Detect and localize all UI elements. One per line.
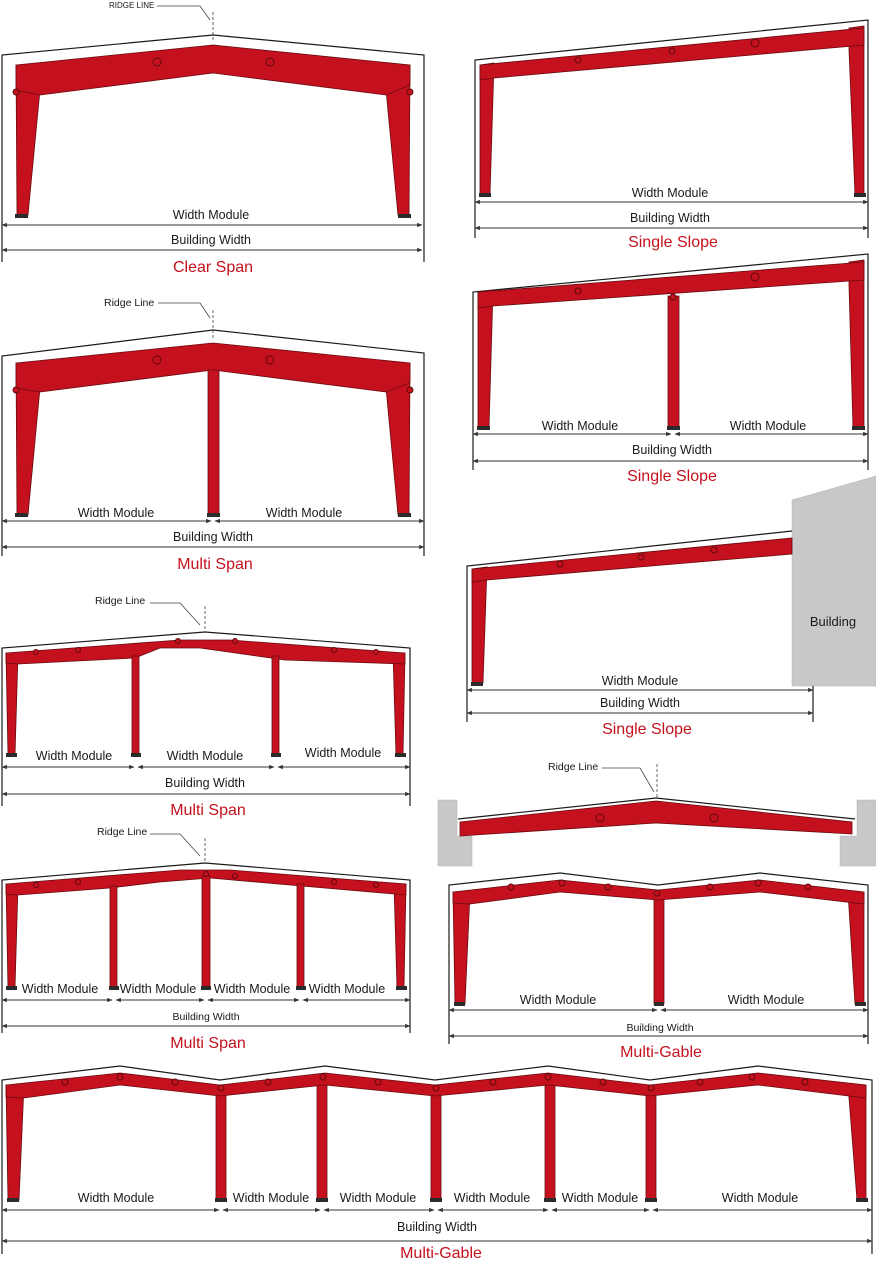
width-module-label: Width Module [173,208,249,222]
building-width-label: Building Width [172,1011,239,1023]
rafter [15,44,411,96]
clear-span-diagram: RIDGE LINE Width Module Building Width C… [1,1,425,276]
interior-column-3 [296,883,305,989]
interior-column-2 [271,655,280,756]
interior-column-1 [109,885,118,989]
right-column [847,1084,867,1201]
width-module-label: Width Module [78,1191,154,1205]
ridge-line-label: Ridge Line [95,595,145,607]
building-width-label: Building Width [626,1022,693,1034]
right-column [848,25,865,196]
ridge-line-label: Ridge Line [548,761,598,773]
left-column [5,1084,25,1201]
interior-column-4 [544,1084,556,1201]
multi-span-caption: Multi Span [170,1035,246,1052]
single-slope-caption: Single Slope [602,721,692,738]
right-column [393,883,407,989]
left-column [479,62,495,196]
clear-span-caption: Clear Span [173,259,253,276]
width-module-label: Width Module [722,1191,798,1205]
right-column [392,652,406,756]
multi-gable-caption: Multi-Gable [400,1245,482,1262]
width-module-label: Width Module [233,1191,309,1205]
ridge-line-label: RIDGE LINE [109,1,154,10]
left-column [452,891,471,1005]
multi-span-diagram-1: Ridge Line Width Module Width Module Bui… [1,297,425,573]
width-module-label: Width Module [602,674,678,688]
single-slope-caption: Single Slope [628,234,718,251]
width-module-label: Width Module [36,749,112,763]
width-module-label: Width Module [120,982,196,996]
building-width-label: Building Width [165,776,245,790]
width-module-label: Width Module [309,982,385,996]
width-module-label: Width Module [340,1191,416,1205]
width-module-label: Width Module [632,186,708,200]
interior-column [667,295,680,429]
width-module-label: Width Module [562,1191,638,1205]
width-module-label: Width Module [266,506,342,520]
left-column [5,883,19,989]
building-label: Building [810,614,856,629]
interior-column-3 [430,1084,442,1201]
single-slope-diagram-3: Building Width Module Building Width Sin… [466,475,876,738]
interior-column-2 [316,1084,328,1201]
rafter [477,261,865,309]
right-building [839,799,876,867]
multi-span-diagram-2: Ridge Line Width Module Width Module Wid… [1,595,411,819]
right-column [848,259,865,429]
width-module-label: Width Module [214,982,290,996]
interior-column-5 [645,1084,657,1201]
interior-column [207,369,220,516]
single-slope-caption: Single Slope [627,468,717,485]
left-building [437,799,473,867]
ridge-line-label: Ridge Line [104,297,154,309]
multi-span-caption: Multi Span [170,802,246,819]
rafter [15,342,411,393]
single-slope-diagram-2: Width Module Width Module Building Width… [472,253,869,485]
width-module-label: Width Module [167,749,243,763]
multi-gable-caption: Multi-Gable [620,1044,702,1061]
width-module-label: Width Module [454,1191,530,1205]
width-module-label: Width Module [542,419,618,433]
multi-span-caption: Multi Span [177,556,253,573]
rafter [5,639,406,665]
ridge-line-label: Ridge Line [97,826,147,838]
adjacent-building [791,475,876,687]
building-width-label: Building Width [171,233,251,247]
left-column [5,652,19,756]
width-module-label: Width Module [730,419,806,433]
multi-gable-diagram-2: Width Module Width Module Width Module W… [1,1065,873,1262]
left-column [477,289,494,429]
building-width-label: Building Width [630,211,710,225]
left-column [471,566,488,684]
interior-column [653,892,665,1005]
ridge-roof-between-buildings: Ridge Line [437,761,876,867]
multi-span-diagram-3: Ridge Line Width Module Width Module Wid… [1,826,411,1052]
interior-column-1 [215,1084,227,1201]
building-width-label: Building Width [600,696,680,710]
rafter [5,869,407,896]
width-module-label: Width Module [78,506,154,520]
building-width-label: Building Width [632,443,712,457]
building-width-label: Building Width [397,1220,477,1234]
interior-column-2 [201,875,211,989]
multi-gable-diagram-1: Width Module Width Module Building Width… [448,872,869,1061]
interior-column-1 [131,655,140,756]
width-module-label: Width Module [305,746,381,760]
width-module-label: Width Module [22,982,98,996]
width-module-label: Width Module [728,993,804,1007]
single-slope-diagram-1: Width Module Building Width Single Slope [474,19,869,251]
rafter [459,800,853,837]
right-column [847,891,865,1005]
width-module-label: Width Module [520,993,596,1007]
building-width-label: Building Width [173,530,253,544]
